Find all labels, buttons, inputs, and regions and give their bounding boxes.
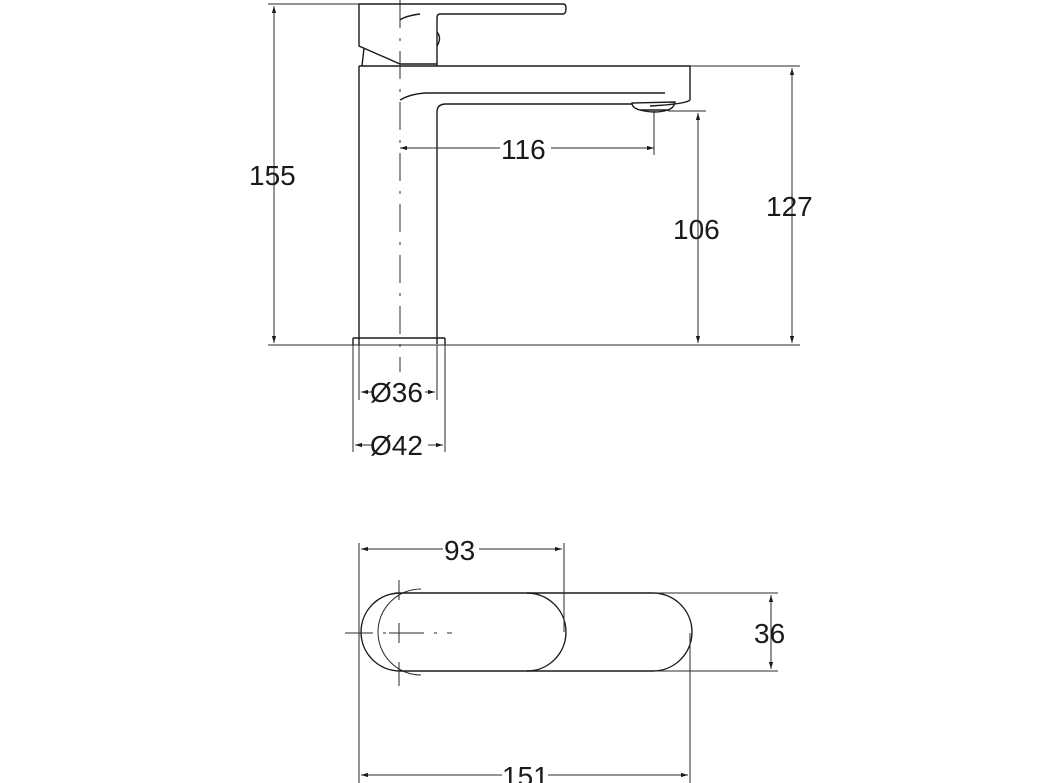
label-127: 127 [766, 191, 813, 222]
label-155: 155 [249, 160, 296, 191]
dim-width: 36 [754, 595, 785, 669]
side-view: 155 116 106 127 Ø36 [249, 0, 813, 461]
spout-outline [360, 592, 693, 672]
dim-total-height: 155 [249, 5, 296, 343]
dim-spout-reach: 116 [400, 111, 655, 165]
dim-base-diameter: Ø42 [352, 345, 446, 461]
label-151: 151 [502, 761, 549, 783]
dim-handle-length: 93 [361, 535, 562, 566]
label-d42: Ø42 [370, 430, 423, 461]
label-106: 106 [673, 214, 720, 245]
top-view: 93 36 151 [345, 535, 785, 783]
label-116: 116 [501, 134, 546, 165]
dim-outlet-height: 106 [673, 113, 720, 343]
dim-body-diameter: Ø36 [358, 345, 438, 408]
handle-outline [526, 592, 567, 672]
label-36: 36 [754, 618, 785, 649]
handle-lever [358, 3, 567, 67]
dim-overall-length: 151 [361, 761, 688, 783]
faucet-body [358, 65, 691, 345]
label-93: 93 [444, 535, 475, 566]
base-flange [352, 337, 446, 345]
label-d36: Ø36 [370, 377, 423, 408]
dim-spout-top-height: 127 [766, 68, 813, 343]
